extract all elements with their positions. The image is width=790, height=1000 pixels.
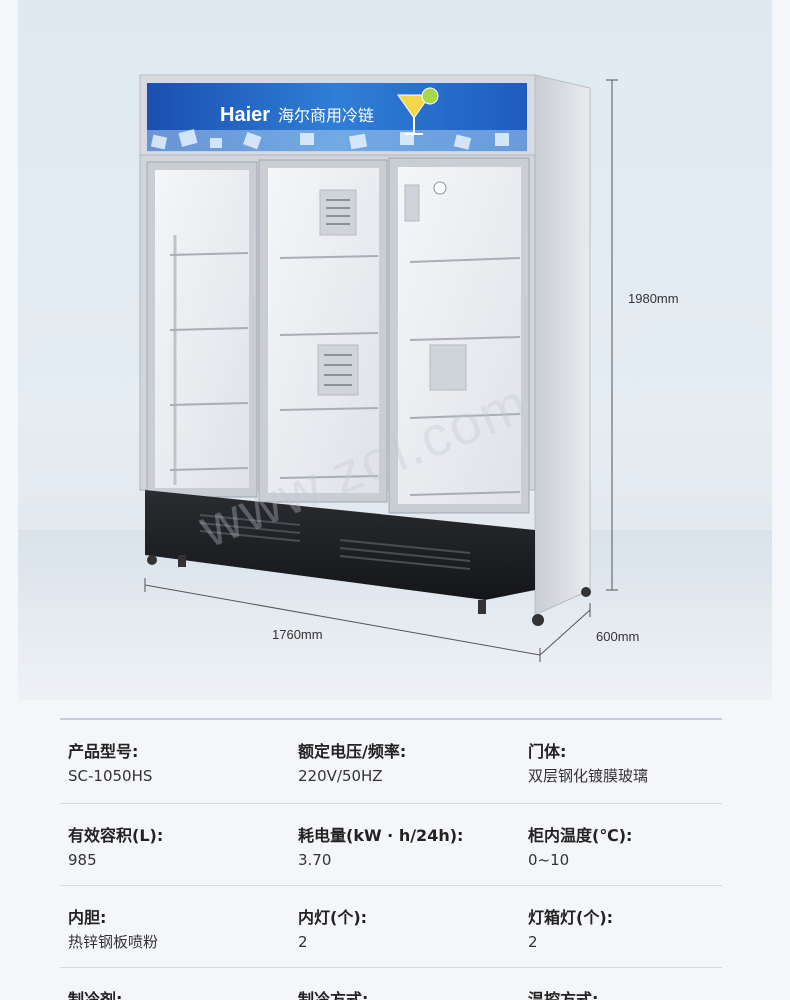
spec-row: 产品型号: SC-1050HS 额定电压/频率: 220V/50HZ 门体: 双… xyxy=(60,720,722,804)
spec-row: 制冷剂: 制冷方式: 温控方式: xyxy=(60,968,722,1000)
spec-table: 产品型号: SC-1050HS 额定电压/频率: 220V/50HZ 门体: 双… xyxy=(60,718,722,1000)
spec-value: 985 xyxy=(68,851,97,869)
spec-item-temperature: 柜内温度(℃): 0~10 xyxy=(520,804,722,885)
brand-sign-text: 海尔商用冷链 xyxy=(278,106,374,125)
spec-item-liner: 内胆: 热锌钢板喷粉 xyxy=(60,886,290,967)
spec-item-door: 门体: 双层钢化镀膜玻璃 xyxy=(520,720,722,803)
base-vent xyxy=(199,514,471,570)
spec-value: 热锌钢板喷粉 xyxy=(68,933,159,951)
spec-label: 门体: xyxy=(528,742,567,761)
spec-top-divider xyxy=(60,718,722,720)
spec-value: SC-1050HS xyxy=(68,767,153,785)
spec-value: 2 xyxy=(528,933,538,951)
spec-row: 内胆: 热锌钢板喷粉 内灯(个): 2 灯箱灯(个): 2 xyxy=(60,886,722,968)
spec-item-inner-light: 内灯(个): 2 xyxy=(290,886,520,967)
spec-label: 产品型号: xyxy=(68,742,139,761)
spec-label: 温控方式: xyxy=(528,990,599,1000)
thermometer-icon xyxy=(433,181,447,195)
spec-label: 内灯(个): xyxy=(298,908,368,927)
spec-value: 双层钢化镀膜玻璃 xyxy=(528,767,649,785)
fridge-illustration: Haier 海尔商用冷链 xyxy=(139,74,618,662)
fridge-door-right xyxy=(388,157,530,514)
depth-dimension-label: 600mm xyxy=(596,629,640,644)
height-dimension-label: 1980mm xyxy=(628,291,679,306)
spec-item-voltage: 额定电压/频率: 220V/50HZ xyxy=(290,720,520,803)
spec-item-power-consumption: 耗电量(kW · h/24h): 3.70 xyxy=(290,804,520,885)
fridge-door-left xyxy=(146,161,258,498)
spec-item-lightbox-light: 灯箱灯(个): 2 xyxy=(520,886,722,967)
spec-item-cooling-method: 制冷方式: xyxy=(290,968,520,1000)
cocktail-glass-icon xyxy=(397,87,439,135)
spec-value: 0~10 xyxy=(528,851,570,869)
spec-label: 额定电压/频率: xyxy=(298,742,407,761)
spec-label: 耗电量(kW · h/24h): xyxy=(298,826,464,845)
fridge-side-panel xyxy=(534,74,591,616)
spec-item-volume: 有效容积(L): 985 xyxy=(60,804,290,885)
spec-label: 有效容积(L): xyxy=(68,826,164,845)
ice-cubes xyxy=(150,129,509,150)
fridge-door-middle xyxy=(258,159,388,503)
dimension-lines xyxy=(144,79,618,662)
fridge-base xyxy=(145,490,535,600)
width-dimension-label: 1760mm xyxy=(272,627,323,642)
spec-label: 制冷方式: xyxy=(298,990,369,1000)
spec-item-temp-control: 温控方式: xyxy=(520,968,722,1000)
spec-item-refrigerant: 制冷剂: xyxy=(60,968,290,1000)
spec-label: 内胆: xyxy=(68,908,107,927)
spec-row: 有效容积(L): 985 耗电量(kW · h/24h): 3.70 柜内温度(… xyxy=(60,804,722,886)
brand-logo: Haier xyxy=(220,104,270,126)
spec-value: 2 xyxy=(298,933,308,951)
spec-label: 制冷剂: xyxy=(68,990,123,1000)
spec-label: 灯箱灯(个): xyxy=(528,908,614,927)
spec-value: 220V/50HZ xyxy=(298,767,383,785)
ice-strip xyxy=(147,130,527,152)
spec-item-model: 产品型号: SC-1050HS xyxy=(60,720,290,803)
spec-value: 3.70 xyxy=(298,851,332,869)
spec-label: 柜内温度(℃): xyxy=(528,826,633,845)
fridge-feet xyxy=(147,555,591,626)
